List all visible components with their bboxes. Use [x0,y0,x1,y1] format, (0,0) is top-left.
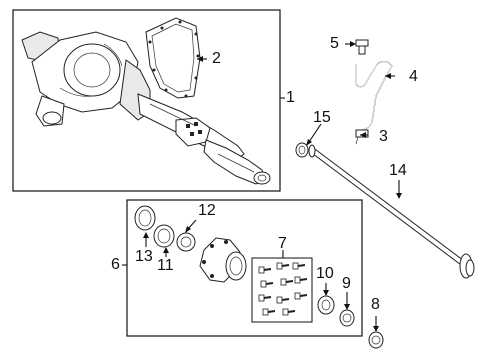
wheel-stud [260,280,274,288]
callout-6: 6 [111,256,120,273]
differential-cover [145,17,201,99]
callout-7: 7 [278,235,287,252]
wheel-stud [282,308,296,316]
callout-9: 9 [342,275,351,292]
wheel-hub [199,237,247,283]
hub-assembly-frame [126,199,363,337]
wheel-studs [258,262,308,316]
callout-14: 14 [389,162,407,179]
callout-12: 12 [198,202,216,219]
wheel-stud [292,262,306,270]
leader-lines [122,41,402,332]
wheel-stud [280,278,294,286]
inner-bearing [317,295,335,315]
wheel-stud [276,296,290,304]
callout-11: 11 [157,257,174,274]
callout-4: 4 [409,68,418,85]
callout-2: 2 [212,50,221,67]
outer-seal [368,331,384,349]
wheel-stud [258,266,272,274]
bearing [153,224,175,248]
axle-housing [21,31,271,185]
callout-8: 8 [371,296,380,313]
wheel-stud [294,276,308,284]
wheel-studs-set [251,257,313,323]
vent-tube [355,60,393,131]
inner-race [339,309,355,327]
axle-shaft [308,144,475,279]
vent-fitting [355,39,369,55]
callout-13: 13 [135,248,153,265]
callout-5: 5 [330,35,339,52]
callout-10: 10 [316,265,334,282]
callout-15: 15 [313,109,331,126]
axle-shaft-seal [295,142,309,158]
callout-3: 3 [379,128,388,145]
wheel-stud [258,294,272,302]
axle-assembly-frame [12,9,281,192]
callout-1: 1 [286,89,295,106]
wheel-stud [294,292,308,300]
wheel-stud [262,308,276,316]
wheel-stud [276,262,290,270]
outer-bearing-race [134,205,156,231]
seal [176,232,196,252]
connector-fitting [355,129,369,145]
